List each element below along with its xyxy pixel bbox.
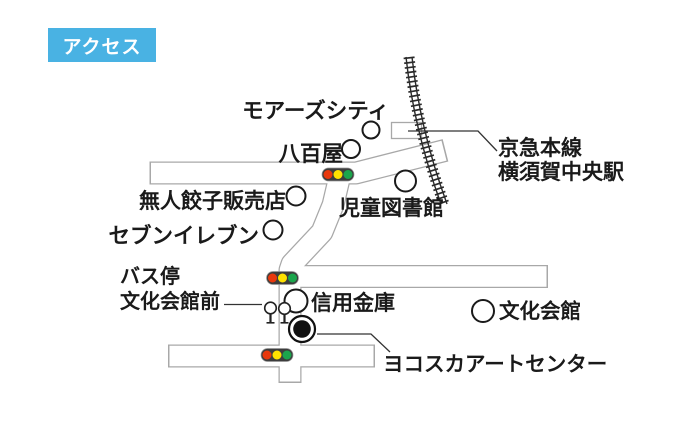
signal-red (268, 273, 277, 283)
signal-green (282, 350, 292, 360)
childrens-library-marker (394, 169, 417, 193)
road-top-to-station (151, 140, 447, 184)
label-seven-eleven: セブンイレブン (108, 223, 259, 249)
road-vertical (279, 168, 351, 382)
signal-red (262, 350, 272, 360)
gyoza-shop-marker (285, 185, 307, 207)
art-center-label-connector (317, 333, 391, 353)
label-shinkin-bank: 信用金庫 (311, 291, 395, 315)
label-gyoza-shop: 無人餃子販売店 (139, 189, 286, 213)
signal-yellow (278, 273, 287, 283)
yaoya-marker (341, 139, 361, 159)
railway-rail-left (405, 56, 442, 205)
signal-red (323, 170, 333, 179)
signal-yellow (333, 170, 343, 179)
seven-eleven-marker (262, 219, 284, 241)
label-bus-stop-line2: 文化会館前 (120, 289, 220, 313)
traffic-light-bottom (260, 348, 294, 362)
bus-stop-signs (263, 301, 292, 324)
label-keikyu-line: 京急本線 (498, 136, 582, 160)
station-label-connector (408, 130, 498, 152)
traffic-light-top (321, 167, 355, 182)
signal-green (343, 170, 353, 179)
label-bus-stop-line1: バス停 (120, 264, 180, 288)
bunka-kaikan-marker (471, 299, 495, 323)
landmark-markers (262, 120, 495, 323)
traffic-light-middle (266, 271, 299, 285)
label-bunka-kaikan: 文化会館 (499, 299, 581, 323)
bus-stop-sign-2 (277, 301, 292, 316)
railway-rail-right (411, 56, 448, 205)
access-badge-label: アクセス (62, 35, 142, 58)
railway-track (403, 56, 450, 206)
signal-green (288, 273, 297, 283)
moers-city-marker (361, 120, 381, 140)
connector-lines (224, 130, 498, 353)
label-yaoya: 八百屋 (278, 142, 343, 167)
label-childrens-library: 児童図書館 (338, 196, 444, 220)
signal-yellow (272, 350, 282, 360)
art-center-marker-dot (293, 320, 311, 338)
label-station-name: 横須賀中央駅 (498, 160, 625, 184)
label-moers-city: モアーズシティ (242, 98, 389, 124)
bus-stop-sign-1 (263, 301, 278, 315)
label-art-center: ヨコスカアートセンター (383, 352, 607, 376)
art-center-marker (287, 314, 317, 344)
access-badge: アクセス (48, 28, 156, 62)
